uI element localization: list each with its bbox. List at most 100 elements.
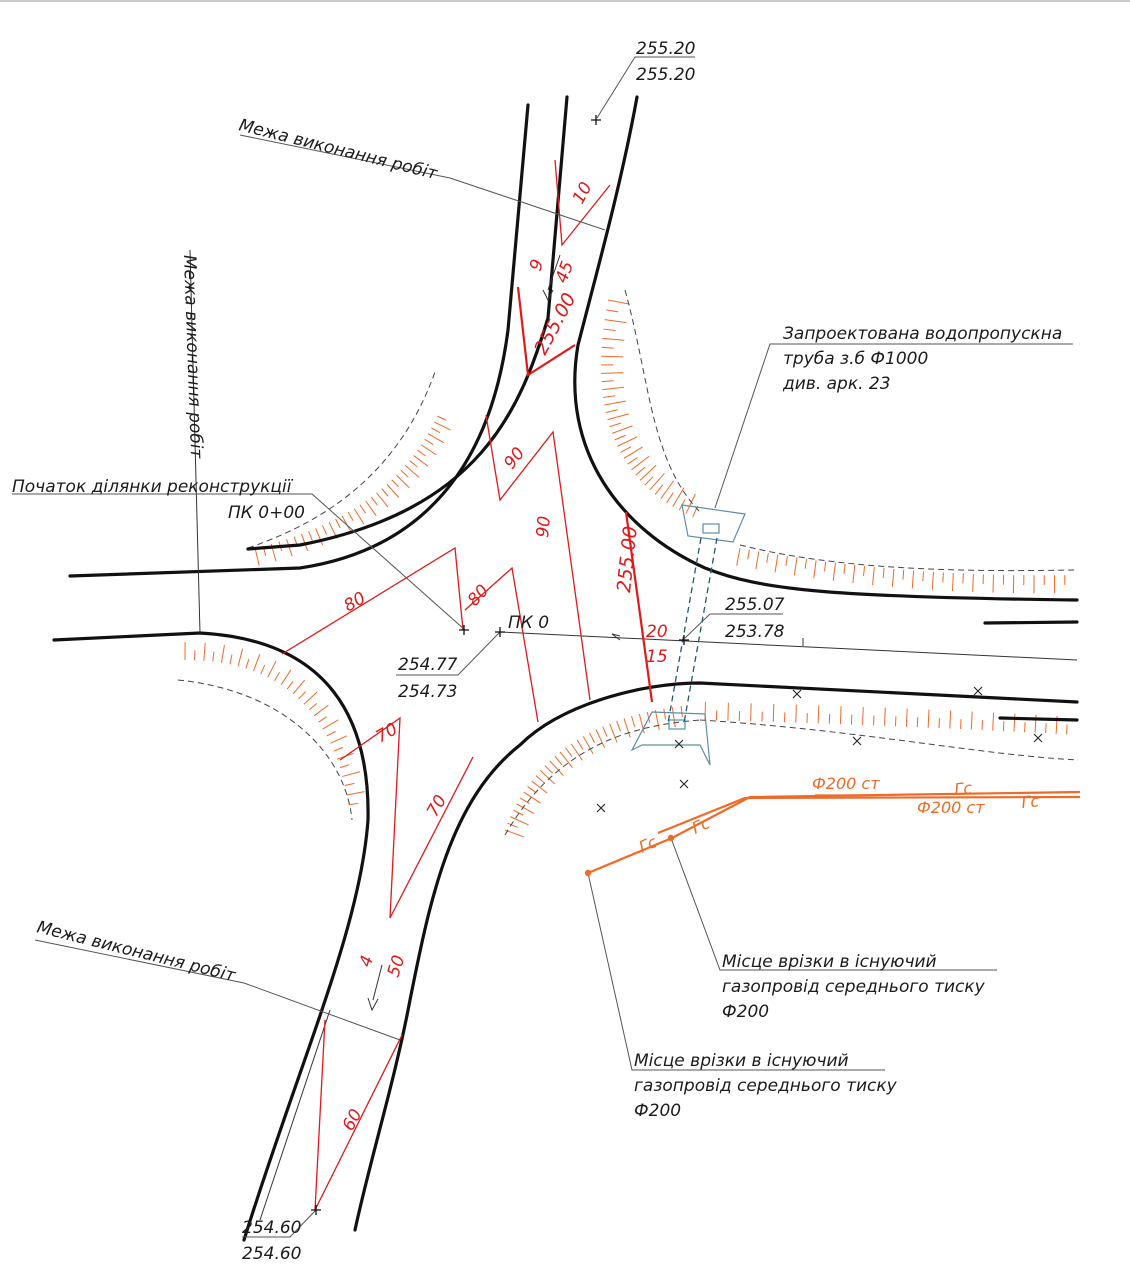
hatch-tick <box>972 573 974 592</box>
gas-gc-3: Гс <box>689 813 713 838</box>
leader-bottom-elev <box>242 1209 317 1238</box>
red-10: 10 <box>569 179 597 207</box>
hatch-tick <box>602 726 608 737</box>
hatch-tick <box>951 572 954 592</box>
red-45: 45 <box>552 259 578 286</box>
hatch-tick <box>554 755 563 765</box>
road-edge-ne <box>573 95 1079 602</box>
hatch-tick <box>229 654 233 665</box>
hatch-tick <box>601 355 624 358</box>
hatch-tick <box>639 464 657 481</box>
work-limit-left-label: Межа виконання робіт <box>179 254 206 459</box>
hatch-tick <box>404 465 420 478</box>
hatch-tick <box>549 760 564 776</box>
hatch-tick <box>365 500 377 516</box>
hatch-tick <box>348 802 359 806</box>
hatch-tick <box>606 309 619 313</box>
contour-right-label: 255.00 <box>613 525 642 593</box>
red-20: 20 <box>646 622 668 642</box>
hatch-tick <box>607 413 629 421</box>
culvert-headwall-top <box>681 504 746 543</box>
cross-mark <box>792 689 802 699</box>
slope-edge-ne <box>624 289 701 513</box>
hatch-tick <box>905 708 908 727</box>
red-70a: 70 <box>373 719 402 747</box>
slope-boundaries <box>177 289 1079 836</box>
axis-south <box>259 1009 331 1221</box>
red-50: 50 <box>384 953 410 980</box>
red-60: 60 <box>339 1106 367 1134</box>
gas-tie1-label-2: газопровід середнього тиску <box>722 977 986 997</box>
hatch-tick <box>434 421 451 431</box>
cross-mark <box>596 803 606 813</box>
hatch-tick <box>381 488 389 497</box>
hatch-tick <box>292 679 306 695</box>
gas-tie2-label-2: газопровід середнього тиску <box>634 1076 898 1096</box>
hatch-tick <box>376 492 389 508</box>
hatch-tick <box>747 549 750 560</box>
hatch-tick <box>672 487 685 507</box>
hatch-tick <box>603 395 616 398</box>
road-edge-e-stub <box>983 620 1079 625</box>
hatch-tick <box>313 704 329 717</box>
hatch-tick <box>346 791 365 796</box>
hatch-tick <box>431 427 441 434</box>
gas-pipe-upper <box>587 790 1081 875</box>
leader-lines <box>12 56 1073 1238</box>
point-top <box>591 115 601 125</box>
gas-gc-4: Гс <box>636 832 660 857</box>
culvert-label-3: див. арк. 23 <box>782 374 891 394</box>
slope-arrow-south <box>372 964 383 1001</box>
gas-tie1-label-1: Місце врізки в існуючий <box>722 952 937 972</box>
hatch-tick <box>623 446 643 459</box>
culvert-pipe-left <box>667 537 702 724</box>
elev-bottom-1: 254.60 <box>242 1218 301 1238</box>
hatch-tick <box>386 483 400 498</box>
hatch-tick <box>254 547 260 566</box>
elev-right-2: 253.78 <box>725 622 785 642</box>
culvert-head-top <box>702 523 720 534</box>
contour-255-right <box>624 511 654 703</box>
hatch-tick <box>992 712 995 731</box>
gas-labels: Ф200 ст Ф200 ст Гс Гс Гс Гс <box>636 774 1040 857</box>
hatch-tick <box>507 822 518 828</box>
work-limit-left-line <box>189 249 201 634</box>
hatch-tick <box>1066 724 1068 735</box>
hatch-tick <box>663 708 667 720</box>
hatch-tick <box>565 747 573 757</box>
culvert-head-bottom <box>668 719 686 730</box>
leader-culvert <box>714 343 1073 509</box>
hatch-tick <box>611 425 633 434</box>
hatch-tick <box>353 508 365 525</box>
gas-tie1-label-3: Ф200 <box>722 1002 769 1022</box>
road-edge-se-stub <box>998 716 1079 722</box>
cross-mark <box>1033 733 1043 743</box>
hatch-tick <box>315 528 324 546</box>
hatch-tick <box>863 566 866 577</box>
gas-tie2-label-3: Ф200 <box>634 1101 681 1121</box>
hatch-tick <box>595 729 606 748</box>
hatch-tick <box>504 829 524 838</box>
leader-gas-tie2 <box>587 872 885 1071</box>
hatch-tick <box>527 786 537 794</box>
hatch-tick <box>417 449 426 457</box>
hatch-tick <box>823 561 827 572</box>
hatch-tick <box>1013 713 1016 732</box>
leader-top-elev <box>596 56 695 119</box>
road-edges <box>52 95 1079 1242</box>
cross-mark <box>674 739 684 749</box>
cross-mark <box>679 779 689 789</box>
hatch-tick <box>884 707 886 726</box>
hatch-tick <box>359 504 366 514</box>
hatch-tick <box>603 328 616 331</box>
red-grade-80 <box>281 546 464 655</box>
hatch-tick <box>911 570 915 589</box>
contour-top-label: 255.00 <box>530 289 581 358</box>
hatch-tick <box>523 791 541 804</box>
leader-center-elev <box>396 631 501 676</box>
hatch-tick <box>617 436 638 447</box>
hatch-tick <box>843 563 846 574</box>
hatch-tick <box>620 446 632 453</box>
crosses <box>596 686 1043 813</box>
culvert-label-1: Запроектована водопропускна <box>783 324 1062 344</box>
